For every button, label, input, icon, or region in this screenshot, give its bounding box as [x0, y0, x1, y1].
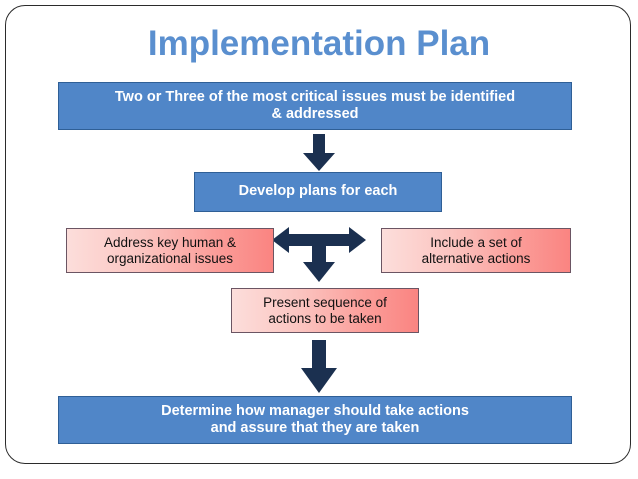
page-title: Implementation Plan [147, 24, 491, 63]
flow-node-critical-issues[interactable]: Two or Three of the most critical issues… [58, 82, 572, 130]
flow-node-label: Present sequence of actions to be taken [263, 294, 387, 326]
flow-node-label: Address key human & organizational issue… [103, 234, 237, 266]
arrow-down-icon [300, 340, 338, 394]
flow-node-present-sequence[interactable]: Present sequence of actions to be taken [231, 288, 419, 333]
flow-node-label: Develop plans for each [238, 183, 398, 200]
flow-node-address-human-issues[interactable]: Address key human & organizational issue… [66, 228, 274, 273]
flow-node-develop-plans[interactable]: Develop plans for each [194, 172, 442, 212]
flow-node-label: Determine how manager should take action… [161, 402, 469, 436]
arrow-down-icon [302, 134, 336, 172]
flow-node-label: Two or Three of the most critical issues… [114, 88, 516, 122]
flow-node-determine-actions[interactable]: Determine how manager should take action… [58, 396, 572, 444]
flow-node-label: Include a set of alternative actions [421, 234, 531, 266]
flow-node-alternative-actions[interactable]: Include a set of alternative actions [381, 228, 571, 273]
arrow-tri-split-icon [272, 224, 366, 284]
